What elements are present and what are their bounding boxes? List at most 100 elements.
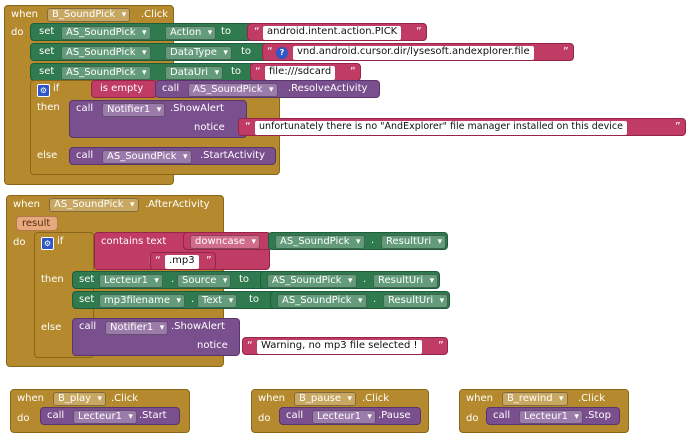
component-dropdown[interactable]: Lecteur1 [312,410,376,424]
set-datauri-block[interactable]: set AS_SoundPick DataUri to [30,63,270,81]
property-dropdown[interactable]: ResultUri [373,274,439,288]
close-quote: ” [206,254,212,267]
do-keyword: do [11,27,24,38]
component-dropdown[interactable]: AS_SoundPick [188,83,278,97]
getter-resulturi-block-3[interactable]: AS_SoundPick . ResultUri [270,291,450,309]
set-keyword: set [39,26,55,37]
property-dropdown[interactable]: DataType [165,46,232,60]
event-name: .Click [578,393,606,404]
component-dropdown[interactable]: AS_SoundPick [275,235,365,249]
component-dropdown[interactable]: Lecteur1 [519,410,583,424]
method-name: .ResolveActivity [288,83,368,94]
help-icon[interactable]: ? [276,47,288,59]
property-dropdown[interactable]: DataUri [165,66,224,80]
call-keyword: call [286,410,304,421]
notice-label: notice [197,340,228,351]
else-keyword: else [41,322,62,333]
component-dropdown[interactable]: B_play [53,392,107,406]
open-quote: “ [247,339,253,352]
open-quote: “ [155,254,161,267]
if-keyword: if [53,83,60,94]
close-quote: ” [563,45,569,58]
call-showalert-block-2[interactable]: call Notifier1 .ShowAlert notice [72,318,240,356]
downcase-dropdown[interactable]: downcase [190,235,260,249]
dot-separator: . [171,274,175,285]
set-action-block[interactable]: set AS_SoundPick Action to [30,23,266,41]
text-block-datatype[interactable]: “ ? vnd.android.cursor.dir/lysesoft.ande… [262,43,574,61]
component-dropdown[interactable]: AS_SoundPick [61,46,151,60]
else-keyword: else [37,150,58,161]
call-pause-block[interactable]: call Lecteur1 .Pause [279,407,421,425]
text-value[interactable]: .mp3 [165,255,199,269]
gear-icon[interactable]: ⚙ [41,237,54,250]
set-keyword: set [79,274,95,285]
component-dropdown[interactable]: B_SoundPick [47,8,131,22]
call-keyword: call [76,150,94,161]
call-stop-block[interactable]: call Lecteur1 .Stop [486,407,620,425]
gear-icon[interactable]: ⚙ [37,84,50,97]
call-startactivity-block[interactable]: call AS_SoundPick .StartActivity [69,147,276,165]
getter-resulturi-block[interactable]: AS_SoundPick . ResultUri [268,232,448,250]
component-dropdown[interactable]: B_rewind [502,392,568,406]
do-keyword: do [466,413,479,424]
set-mp3filename-text-block[interactable]: set mp3filename . Text to [72,291,278,309]
component-dropdown[interactable]: AS_SoundPick [61,66,151,80]
to-keyword: to [249,294,260,305]
component-dropdown[interactable]: AS_SoundPick [277,294,367,308]
is-empty-label: is empty [100,83,144,94]
call-keyword: call [47,410,65,421]
text-block-datauri[interactable]: “ file:///sdcard ” [250,63,361,81]
component-dropdown[interactable]: Lecteur1 [99,274,163,288]
open-quote: “ [255,65,261,78]
to-keyword: to [239,274,250,285]
text-value[interactable]: Warning, no mp3 file selected ! [257,340,422,354]
open-quote: “ [254,25,260,38]
component-dropdown[interactable]: Notifier1 [102,103,166,117]
then-keyword: then [41,274,64,285]
when-keyword: when [13,199,41,210]
set-datatype-block[interactable]: set AS_SoundPick DataType to [30,43,274,61]
component-dropdown[interactable]: Notifier1 [105,321,169,335]
text-value[interactable]: android.intent.action.PICK [263,26,402,40]
downcase-block[interactable]: downcase [183,232,271,250]
property-dropdown[interactable]: ResultUri [383,294,449,308]
method-name: .StartActivity [200,150,266,161]
property-dropdown[interactable]: Text [197,294,238,308]
set-lecteur-source-block[interactable]: set Lecteur1 . Source to [72,271,268,289]
component-dropdown[interactable]: AS_SoundPick [49,198,139,212]
text-value[interactable]: file:///sdcard [265,66,336,80]
component-dropdown[interactable]: B_pause [294,392,357,406]
text-block-warning[interactable]: “ Warning, no mp3 file selected ! ” [242,337,448,355]
property-dropdown[interactable]: Source [177,274,232,288]
close-quote: ” [438,339,444,352]
is-empty-block[interactable]: is empty [91,80,157,98]
set-keyword: set [79,294,95,305]
dot-separator: . [371,235,375,246]
call-resolveactivity-block[interactable]: call AS_SoundPick .ResolveActivity [155,80,380,98]
text-block-action[interactable]: “ android.intent.action.PICK ” [247,23,427,41]
component-dropdown[interactable]: Lecteur1 [73,410,137,424]
property-dropdown[interactable]: Action [165,26,217,40]
property-dropdown[interactable]: ResultUri [381,235,447,249]
getter-resulturi-block-2[interactable]: AS_SoundPick . ResultUri [260,271,440,289]
dot-separator: . [191,294,195,305]
result-parameter[interactable]: result [16,216,58,231]
to-keyword: to [241,46,252,57]
component-dropdown[interactable]: AS_SoundPick [267,274,357,288]
event-name: .Click [362,393,390,404]
call-showalert-block[interactable]: call Notifier1 .ShowAlert notice [69,100,247,138]
set-keyword: set [39,66,55,77]
text-block-notice[interactable]: “ unfortunately there is no "AndExplorer… [238,118,686,136]
text-block-mp3[interactable]: “ .mp3 ” [150,252,216,270]
component-dropdown[interactable]: mp3filename [99,294,186,308]
do-keyword: do [13,237,26,248]
method-name: .ShowAlert [171,321,225,332]
call-start-block[interactable]: call Lecteur1 .Start [40,407,180,425]
method-name: .ShowAlert [170,103,224,114]
if-keyword: if [57,236,64,247]
text-value[interactable]: unfortunately there is no "AndExplorer" … [255,121,627,135]
text-value[interactable]: vnd.android.cursor.dir/lysesoft.andexplo… [293,46,534,60]
when-keyword: when [11,9,39,20]
component-dropdown[interactable]: AS_SoundPick [61,26,151,40]
component-dropdown[interactable]: AS_SoundPick [102,150,192,164]
